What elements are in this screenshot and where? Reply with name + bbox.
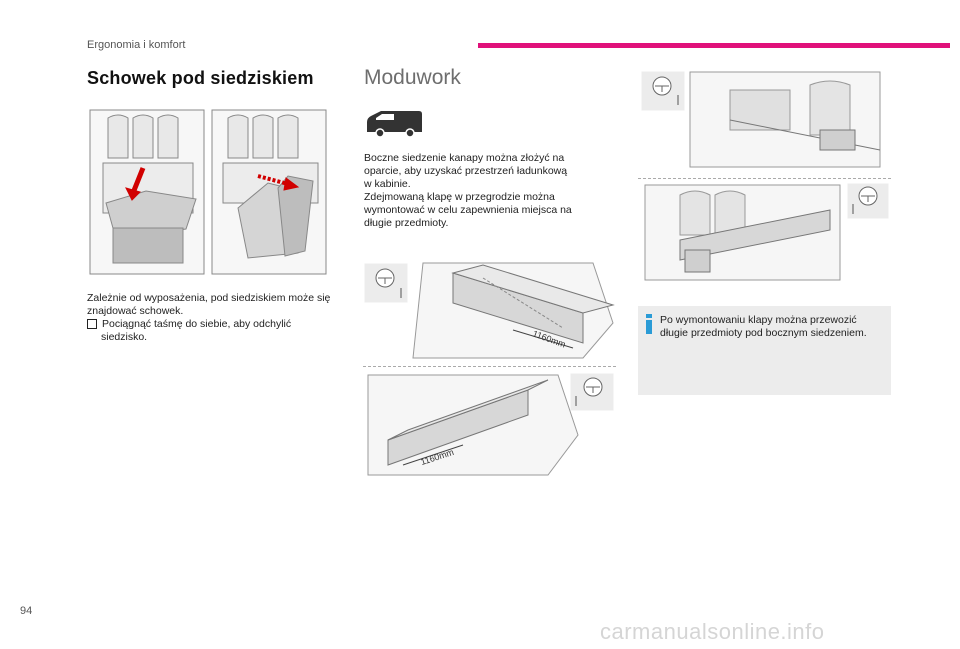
checkbox-bullet-icon <box>87 319 97 330</box>
storage-paragraph: Zależnie od wyposażenia, pod siedziskiem… <box>87 292 331 317</box>
page-number: 94 <box>20 605 33 617</box>
seat-storage-illustration <box>88 108 328 276</box>
cargo-illustration-bottom <box>363 370 616 482</box>
storage-bullet: Pociągnąć taśmę do siebie, aby odchylić <box>87 318 332 331</box>
info-note-text: Po wymontowaniu klapy można przewozić dł… <box>660 314 867 339</box>
van-icon <box>364 110 424 138</box>
dashed-separator-right <box>638 178 891 179</box>
moduwork-line-5: wymontować w celu zapewnienia miejsca na <box>364 204 572 216</box>
storage-bullet-line2: siedzisko. <box>101 331 148 343</box>
moduwork-description: Boczne siedzenie kanapy można złożyć na … <box>364 152 619 230</box>
storage-bullet-line1: Pociągnąć taśmę do siebie, aby odchylić <box>102 318 292 330</box>
section-accent-bar <box>478 43 950 48</box>
seat-folded-illustration-top <box>640 70 890 170</box>
cargo-illustration-top <box>363 258 616 363</box>
moduwork-line-1: Boczne siedzenie kanapy można złożyć na <box>364 152 565 164</box>
info-icon <box>646 314 652 334</box>
section-title-moduwork: Moduwork <box>364 66 461 89</box>
moduwork-line-2: oparcie, aby uzyskać przestrzeń ładunkow… <box>364 165 568 177</box>
watermark: carmanualsonline.info <box>600 619 825 644</box>
storage-description: Zależnie od wyposażenia, pod siedziskiem… <box>87 292 332 344</box>
section-header: Ergonomia i komfort <box>87 39 186 51</box>
moduwork-line-6: długie przedmioty. <box>364 217 449 229</box>
section-title-storage: Schowek pod siedziskiem <box>87 68 314 88</box>
info-note-box <box>638 306 891 395</box>
dashed-separator <box>363 366 616 367</box>
seat-folded-illustration-bottom <box>640 180 890 283</box>
moduwork-line-3: w kabinie. <box>364 178 411 190</box>
moduwork-line-4: Zdejmowaną klapę w przegrodzie można <box>364 191 555 203</box>
